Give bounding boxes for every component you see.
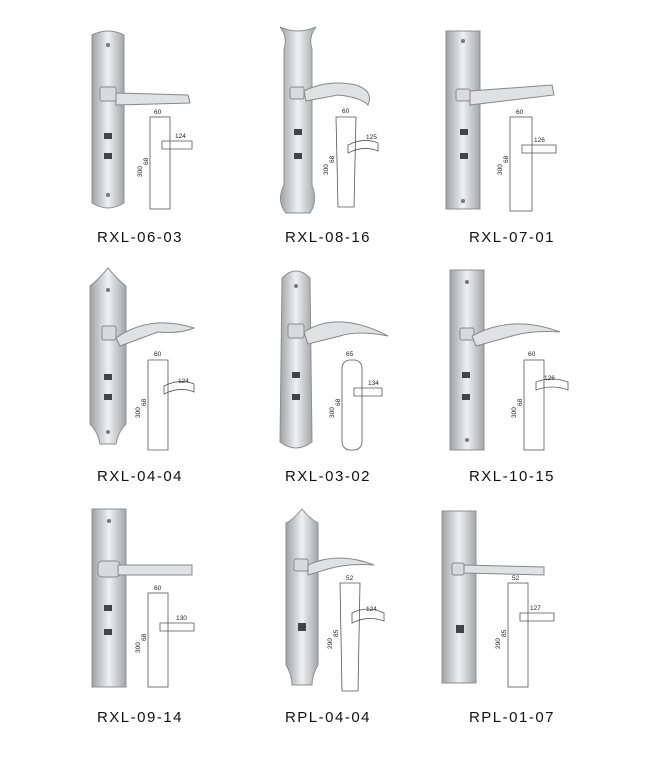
product-card: 60 126 300 68 RXL-07-01	[412, 25, 612, 265]
center-dim: 68	[141, 633, 148, 641]
model-label: RXL-06-03	[96, 229, 184, 246]
center-dim: 85	[501, 629, 508, 637]
handle-length-dim: 124	[366, 606, 377, 613]
center-dim: 68	[141, 398, 148, 406]
handle-length-dim: 130	[176, 615, 187, 622]
center-dim: 68	[335, 398, 342, 406]
model-label: RXL-07-01	[468, 229, 556, 246]
handle-length-dim: 134	[368, 380, 379, 387]
handle-image: 60 124 300 68	[89, 267, 196, 451]
handle-image: 65 134 300 68	[279, 270, 389, 451]
height-dim: 300	[135, 407, 142, 418]
model-label: RPL-04-04	[284, 709, 372, 726]
handle-length-dim: 127	[530, 605, 541, 612]
height-dim: 300	[135, 642, 142, 653]
height-dim: 300	[511, 407, 518, 418]
product-card: 60 125 300 68 RXL-08-16	[228, 25, 428, 265]
handle-length-dim: 124	[175, 133, 186, 140]
product-card: 52 124 290 85 RPL-04-04	[228, 505, 428, 745]
handle-length-dim: 126	[544, 375, 555, 382]
model-label: RPL-01-07	[468, 709, 556, 726]
center-dim: 68	[503, 155, 510, 163]
product-card: 60 124 300 68 RXL-04-04	[40, 264, 240, 504]
plate-width-dim: 60	[516, 109, 524, 116]
handle-image: 60 126 300 68	[449, 269, 569, 451]
handle-image: 52 127 290 85	[441, 510, 555, 688]
center-dim: 68	[517, 398, 524, 406]
handle-image: 52 124 290 85	[285, 508, 385, 692]
center-dim: 68	[329, 155, 336, 163]
height-dim: 300	[137, 166, 144, 177]
handle-image: 60 130 300 68	[91, 508, 195, 688]
height-dim: 300	[329, 407, 336, 418]
model-label: RXL-09-14	[96, 709, 184, 726]
height-dim: 300	[323, 164, 330, 175]
plate-width-dim: 60	[528, 351, 536, 358]
plate-width-dim: 65	[346, 351, 354, 358]
height-dim: 300	[497, 164, 504, 175]
model-label: RXL-08-16	[284, 229, 372, 246]
plate-width-dim: 60	[154, 351, 162, 358]
model-label: RXL-10-15	[468, 468, 556, 485]
product-card: 52 127 290 85 RPL-01-07	[412, 505, 612, 745]
handle-image: 60 124 300 68	[91, 30, 193, 210]
handle-length-dim: 125	[366, 134, 377, 141]
handle-length-dim: 124	[178, 378, 189, 385]
plate-width-dim: 52	[512, 575, 520, 582]
plate-width-dim: 60	[154, 585, 162, 592]
plate-width-dim: 52	[346, 575, 354, 582]
height-dim: 290	[495, 638, 502, 649]
model-label: RXL-03-02	[284, 468, 372, 485]
model-label: RXL-04-04	[96, 468, 184, 485]
center-dim: 68	[143, 157, 150, 165]
plate-width-dim: 60	[342, 108, 350, 115]
handle-length-dim: 126	[534, 137, 545, 144]
handle-image: 60 126 300 68	[445, 30, 557, 212]
handle-image: 60 125 300 68	[279, 26, 379, 214]
product-card: 60 124 300 68 RXL-06-03	[40, 25, 240, 265]
center-dim: 85	[333, 629, 340, 637]
height-dim: 290	[327, 638, 334, 649]
product-card: 60 126 300 68 RXL-10-15	[412, 264, 612, 504]
product-card: 65 134 300 68 RXL-03-02	[228, 264, 428, 504]
product-card: 60 130 300 68 RXL-09-14	[40, 505, 240, 745]
plate-width-dim: 60	[154, 109, 162, 116]
